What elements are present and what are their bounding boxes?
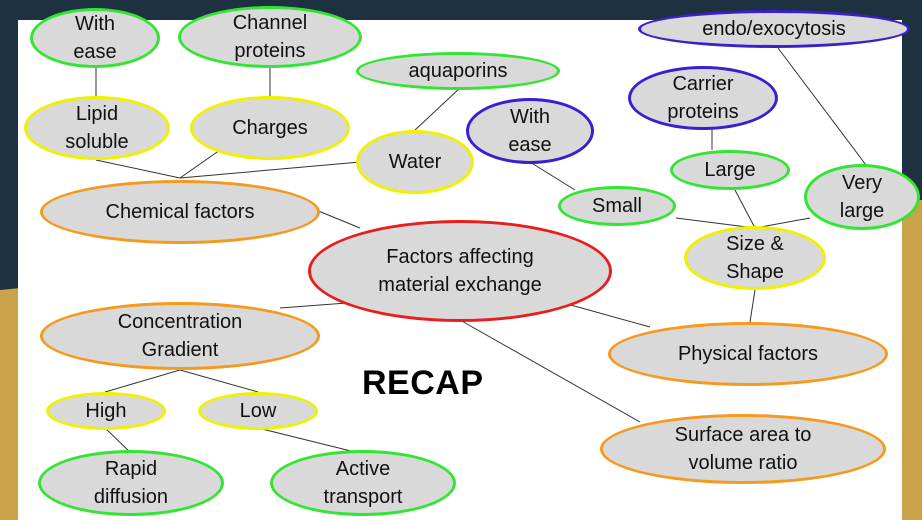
node-small: Small — [558, 186, 676, 226]
link-large-size — [734, 189, 756, 229]
link-chemical-lipid — [95, 159, 181, 179]
link-chemical-center — [315, 209, 361, 229]
node-lipid-soluble: Lipid soluble — [24, 96, 170, 160]
link-low-active — [257, 427, 356, 453]
link-endo-very-large — [777, 47, 867, 166]
link-chemical-water — [179, 161, 361, 179]
node-charges: Charges — [190, 96, 350, 160]
node-very-large: Very large — [804, 164, 920, 230]
link-with-ease-small — [529, 161, 576, 191]
node-surface-area-ratio: Surface area to volume ratio — [600, 414, 886, 484]
node-size-shape: Size & Shape — [684, 226, 826, 290]
node-active-transport: Active transport — [270, 450, 456, 516]
link-center-physical — [559, 301, 651, 328]
node-chemical-factors: Chemical factors — [40, 180, 320, 244]
node-high: High — [46, 392, 166, 430]
link-aquaporins-water — [414, 87, 461, 131]
recap-heading: RECAP — [362, 364, 484, 402]
link-size-physical — [749, 289, 756, 323]
node-water: Water — [356, 130, 474, 194]
link-concentration-high — [104, 369, 181, 393]
node-carrier-proteins: Carrier proteins — [628, 66, 778, 130]
link-chemical-charges — [179, 149, 221, 179]
node-large: Large — [670, 150, 790, 190]
node-aquaporins: aquaporins — [356, 52, 560, 90]
node-factors-affecting-material-exchange[interactable]: Factors affecting material exchange — [308, 220, 612, 322]
node-physical-factors: Physical factors — [608, 322, 888, 386]
node-low: Low — [198, 392, 318, 430]
node-with-ease-1: With ease — [30, 8, 160, 68]
node-with-ease-2: With ease — [466, 98, 594, 164]
link-concentration-low — [179, 369, 259, 393]
link-high-rapid — [104, 427, 131, 453]
node-channel-proteins: Channel proteins — [178, 6, 362, 68]
node-rapid-diffusion: Rapid diffusion — [38, 450, 224, 516]
link-center-surface — [459, 319, 641, 423]
node-concentration-gradient: Concentration Gradient — [40, 302, 320, 370]
node-endo-exocytosis: endo/exocytosis — [638, 10, 910, 48]
